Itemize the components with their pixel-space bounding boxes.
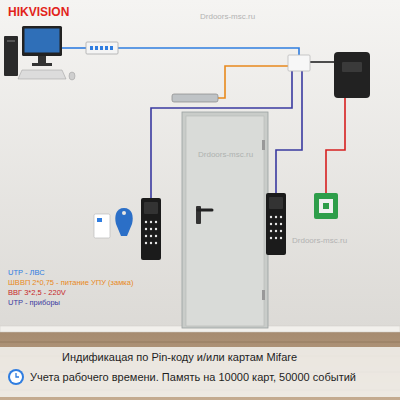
network-switch (86, 42, 118, 54)
exit-button (314, 193, 338, 219)
key-fob (115, 208, 132, 236)
legend-text: UTP - приборы (8, 298, 60, 307)
power-link-wire (310, 61, 334, 63)
computer (4, 26, 75, 80)
legend-text: UTP - ЛВС (8, 268, 45, 277)
lock-power-wire (218, 66, 288, 98)
legend-entry: UTP - приборы (8, 298, 60, 307)
mifare-card (94, 214, 110, 238)
watermark: Drdoors-msc.ru (200, 12, 255, 21)
watermark: Drdoors-msc.ru (292, 236, 347, 245)
lan-wire (118, 48, 299, 55)
magnetic-lock (172, 94, 218, 102)
legend-text: ВВГ 3*2,5 - 220V (8, 288, 66, 297)
device-wire (276, 71, 302, 193)
legend-entry: UTP - ЛВС (8, 268, 45, 277)
door (182, 112, 268, 328)
caption-line: Учета рабочего времени. Память на 10000 … (30, 371, 356, 384)
lan-wire (62, 47, 86, 49)
legend-entry: ШВВП 2*0,75 - питание УПУ (замка) (8, 278, 133, 287)
floor (0, 330, 400, 400)
legend-text: ШВВП 2*0,75 - питание УПУ (замка) (8, 278, 133, 287)
access-controller (288, 55, 310, 71)
mains-wire (326, 98, 345, 193)
card-reader (141, 198, 161, 260)
card-reader (266, 193, 286, 255)
wall (0, 0, 400, 330)
watermark: Drdoors-msc.ru (198, 150, 253, 159)
clock-icon (8, 369, 24, 385)
brand-logo: HIKVISION (8, 6, 69, 20)
power-supply (334, 52, 370, 98)
legend-entry: ВВГ 3*2,5 - 220V (8, 288, 66, 297)
caption-line: Индификацая по Pin-коду и/или картам Mif… (62, 351, 297, 364)
caption-band (0, 347, 400, 397)
